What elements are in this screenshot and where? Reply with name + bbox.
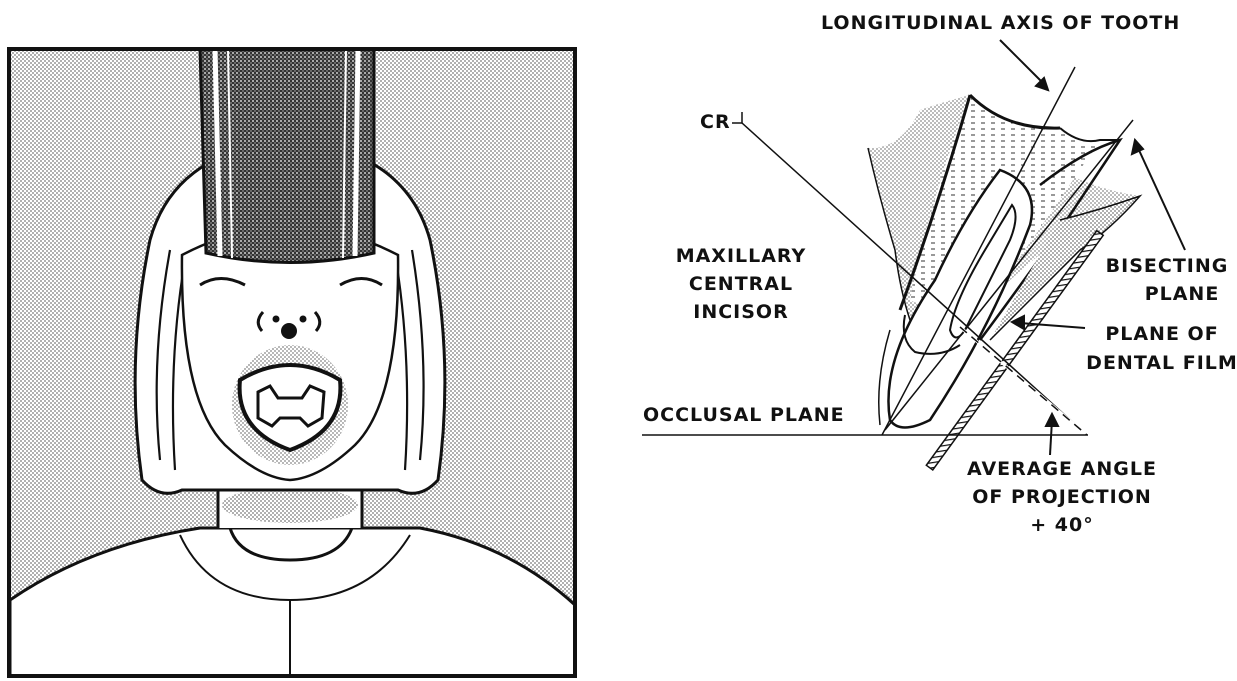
open-mouth bbox=[232, 345, 348, 465]
neck-shadow bbox=[222, 487, 358, 523]
label-bisecting-2: PLANE bbox=[1145, 283, 1220, 305]
label-longitudinal-axis: LONGITUDINAL AXIS OF TOOTH bbox=[821, 12, 1180, 34]
dental-diagram: LONGITUDINAL AXIS OF TOOTH CR MAXILLARY … bbox=[642, 12, 1237, 536]
label-cr: CR bbox=[700, 111, 731, 133]
label-film-1: PLANE OF bbox=[1105, 323, 1218, 345]
label-film-2: DENTAL FILM bbox=[1086, 352, 1237, 374]
label-incisor-3: INCISOR bbox=[693, 301, 788, 323]
xray-cone-icon bbox=[200, 49, 374, 263]
label-angle-3: + 40° bbox=[1030, 514, 1093, 536]
label-incisor-1: MAXILLARY bbox=[676, 245, 807, 267]
label-angle-1: AVERAGE ANGLE bbox=[967, 458, 1157, 480]
label-incisor-2: CENTRAL bbox=[689, 273, 793, 295]
label-angle-2: OF PROJECTION bbox=[972, 486, 1152, 508]
label-occlusal-plane: OCCLUSAL PLANE bbox=[643, 404, 845, 426]
cr-marker bbox=[732, 112, 742, 123]
patient-illustration bbox=[9, 49, 575, 676]
label-bisecting-1: BISECTING bbox=[1106, 255, 1229, 277]
